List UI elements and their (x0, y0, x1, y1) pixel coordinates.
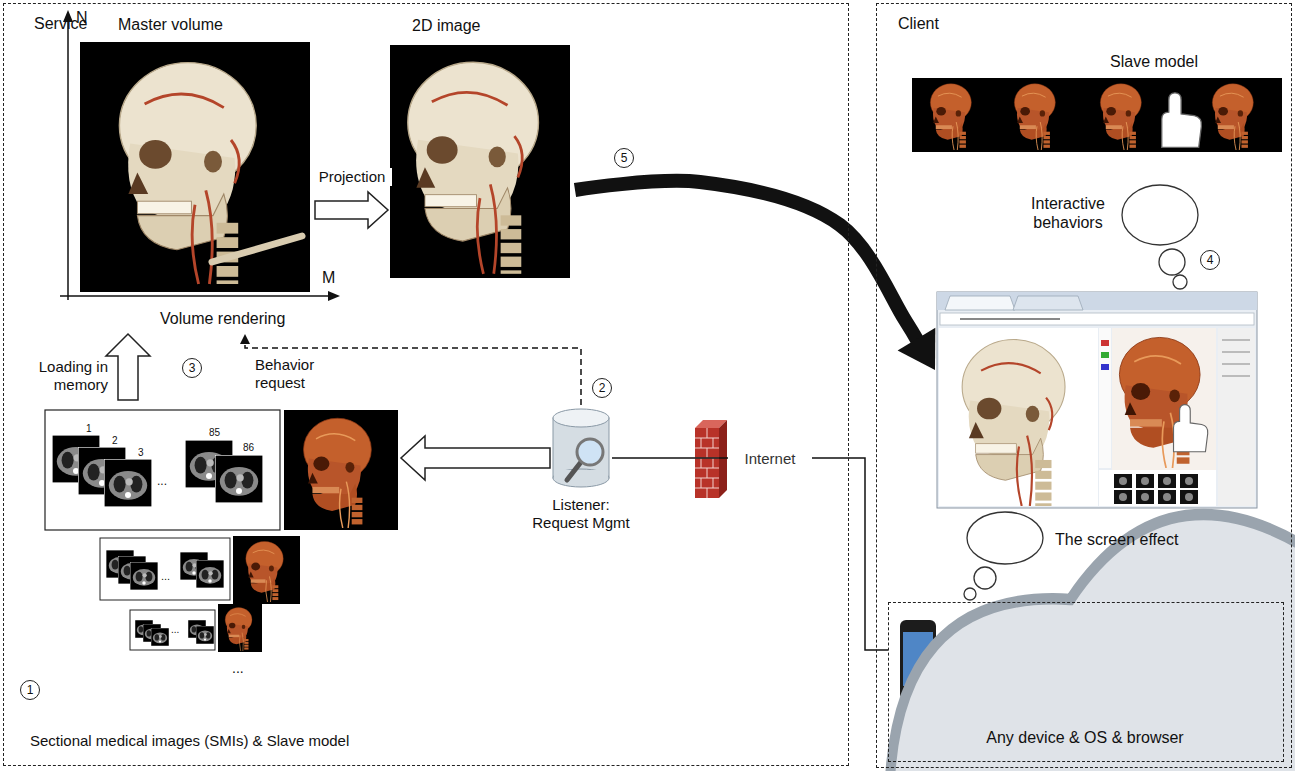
edge-label: Loading in memory (24, 358, 108, 394)
edge-label: Projection (312, 168, 392, 186)
callout-number: 3 (182, 358, 202, 378)
node-text: Client (898, 14, 1018, 33)
behavior-request-arrow (240, 334, 581, 405)
slave-model-picture (912, 78, 1282, 152)
firewall-icon (695, 420, 727, 498)
node-text: 2D image (412, 16, 562, 35)
callout-number: 4 (1200, 250, 1220, 270)
database-icon (553, 409, 609, 487)
edge-label: Behavior request (255, 356, 341, 392)
arrowhead (898, 328, 936, 370)
sectional-images-group: Sectional medical images (SMIs) & Slave … (25, 400, 401, 762)
loading-arrow (106, 334, 150, 400)
slice-number: 86 (243, 442, 254, 454)
block-arrow (106, 334, 150, 400)
axes (60, 10, 340, 301)
slice-stack (45, 410, 398, 652)
axis-label: M (322, 268, 335, 287)
listener-database: Listener: Request Mgmt (550, 405, 612, 542)
connector-line (245, 343, 581, 406)
cloud-outline (728, 426, 1295, 771)
screen-effect-region: The screen effect (935, 290, 1258, 562)
browser-screenshot (937, 292, 1257, 508)
internet-cloud: Internet (728, 426, 812, 492)
connector-line (575, 181, 919, 344)
node-text: Listener: Request Mgmt (524, 496, 638, 532)
slice-number: 1 (86, 423, 92, 435)
slave-model-strip: Slave model (910, 46, 1284, 154)
node-text: Master volume (118, 15, 278, 34)
ellipsis: ... (161, 570, 170, 583)
callout-number: 1 (20, 680, 40, 700)
block-arrow (315, 192, 388, 228)
node-text: Internet (728, 450, 812, 468)
master-volume-picture (80, 42, 310, 292)
node-text: Sectional medical images (SMIs) & Slave … (30, 732, 400, 750)
slice-number: 3 (138, 447, 144, 459)
cloud-shape (747, 514, 1295, 771)
projected-image-region: 2D image (388, 12, 575, 278)
service-panel: ServiceMaster volumeVolume rendering2D i… (3, 3, 849, 766)
projected-image-picture (390, 45, 570, 278)
ellipsis: ... (157, 474, 167, 488)
ellipsis: ... (232, 660, 244, 677)
callout-number: 5 (614, 148, 634, 168)
slice-number: 2 (112, 435, 118, 447)
node-text: Slave model (1110, 52, 1250, 71)
bubble-label: Interactive behaviors (1020, 194, 1116, 232)
block-arrow (401, 436, 550, 480)
arrowhead (240, 334, 250, 344)
ellipsis: ... (171, 624, 179, 636)
node-text: Any device & OS & browser (920, 728, 1250, 747)
master-volume-region: Master volumeVolume rendering (60, 10, 315, 334)
callout-number: 2 (592, 378, 612, 398)
connector-line (612, 457, 728, 459)
device-box: Any device & OS & browser (888, 602, 1284, 762)
transfer-arrow (575, 181, 935, 370)
node-text: The screen effect (1055, 530, 1235, 549)
node-text: Volume rendering (160, 309, 310, 328)
query-arrow (401, 436, 550, 480)
projection-arrow (315, 192, 388, 228)
client-panel: ClientSlave modelThe screen effectAny de… (876, 3, 1292, 768)
network-line (612, 458, 728, 459)
axis-label: N (76, 8, 88, 27)
slice-number: 85 (209, 427, 220, 439)
